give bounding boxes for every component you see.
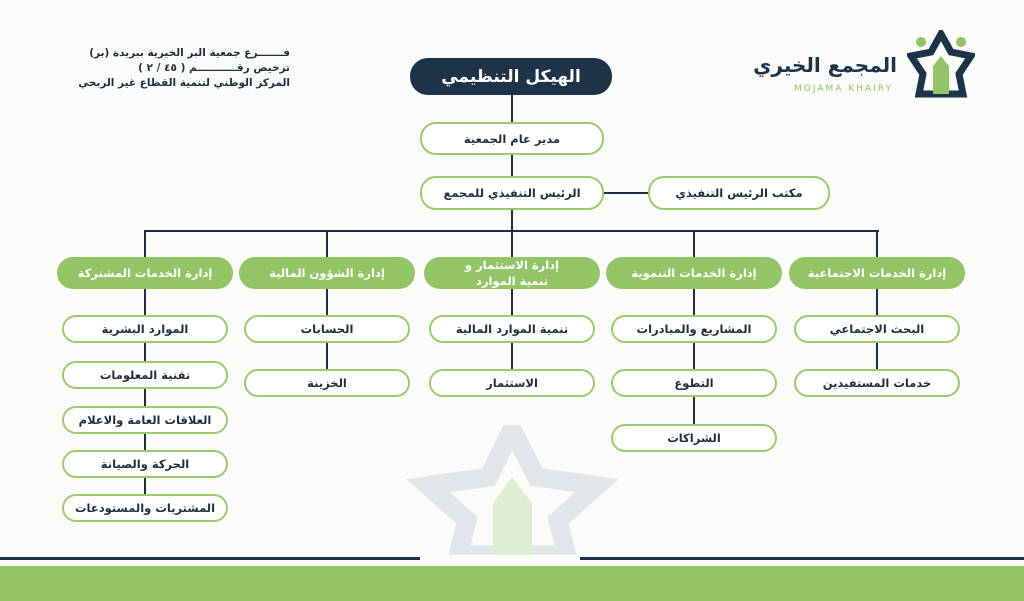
department-header: إدارة الاستثمار و تنمية الموارد	[424, 257, 600, 289]
watermark-star-icon	[406, 425, 619, 555]
connector	[326, 230, 328, 257]
connector	[511, 210, 513, 232]
connector	[604, 192, 648, 194]
logo-latin: MOJAMA KHAIRY	[794, 84, 893, 94]
connector	[511, 95, 513, 122]
general-manager-box: مدير عام الجمعية	[420, 122, 604, 155]
unit-box: تقنية المعلومات	[62, 361, 228, 389]
unit-box: تنمية الموارد المالية	[429, 315, 595, 343]
department-header-label: إدارة الخدمات التنموية	[631, 266, 757, 280]
unit-box: الشراكات	[611, 424, 777, 452]
unit-box: المشتريات والمستودعات	[62, 494, 228, 522]
connector	[876, 230, 878, 257]
footer-line-left	[0, 557, 420, 560]
unit-box: خدمات المستفيدين	[794, 369, 960, 397]
department-header-label: إدارة الخدمات المشتركة	[77, 266, 213, 280]
unit-box: الحركة والصيانة	[62, 450, 228, 478]
department-header: إدارة الخدمات المشتركة	[57, 257, 233, 289]
logo-star-icon	[907, 30, 975, 98]
branch-info: فـــــــرع جمعية البر الخيرية ببريدة (بر…	[20, 46, 290, 91]
department-header: إدارة الشؤون المالية	[239, 257, 415, 289]
connector	[511, 155, 513, 176]
footer-line-right	[580, 557, 1024, 560]
page-title: الهيكل التنظيمي	[410, 58, 612, 95]
department-header: إدارة الخدمات الاجتماعية	[789, 257, 965, 289]
footer-band	[0, 566, 1024, 601]
unit-box: الخزينة	[244, 369, 410, 397]
connector	[144, 289, 146, 494]
department-header-label: إدارة الاستثمار و تنمية الموارد	[464, 258, 560, 288]
department-header: إدارة الخدمات التنموية	[606, 257, 782, 289]
unit-box: العلاقات العامة والاعلام	[62, 406, 228, 434]
ceo-office-box: مكتب الرئيس التنفيذي	[648, 176, 830, 210]
unit-box: الموارد البشرية	[62, 315, 228, 343]
unit-box: المشاريع والمبادرات	[611, 315, 777, 343]
logo: المجمع الخيري MOJAMA KHAIRY	[753, 30, 975, 100]
unit-box: الاستثمار	[429, 369, 595, 397]
connector	[693, 230, 695, 257]
ceo-box: الرئيس التنفيذي للمجمع	[420, 176, 604, 210]
license-number: ترخيص رقـــــــــــم ( ٤٥ / ٢ )	[138, 62, 290, 74]
department-header-label: إدارة الشؤون المالية	[269, 266, 385, 280]
unit-box: التطوع	[611, 369, 777, 397]
national-center: المركز الوطني لتنمية القطاع غير الربحي	[78, 77, 290, 89]
logo-arabic: المجمع الخيري	[753, 53, 897, 77]
connector	[511, 230, 513, 257]
branch-name: فـــــــرع جمعية البر الخيرية ببريدة (بر…	[89, 47, 290, 59]
unit-box: البحث الاجتماعي	[794, 315, 960, 343]
connector	[693, 289, 695, 424]
connector	[144, 230, 146, 257]
department-header-label: إدارة الخدمات الاجتماعية	[807, 266, 947, 280]
unit-box: الحسابات	[244, 315, 410, 343]
